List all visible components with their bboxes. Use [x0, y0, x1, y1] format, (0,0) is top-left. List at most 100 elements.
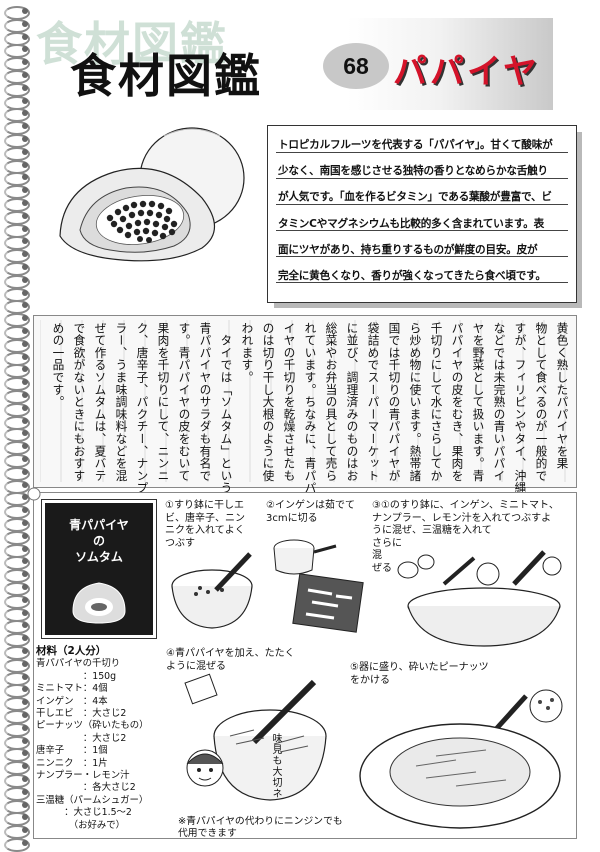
punch-hole — [22, 763, 28, 770]
punch-hole — [22, 724, 28, 731]
vertical-text-column: タイでは「ソムタム」という — [219, 322, 233, 495]
intro-text: トロピカルフルーツを代表する「パパイヤ」。甘くて酸味が 少なく、南国を感じさせる… — [278, 132, 570, 289]
vertical-text-column: パパイヤの皮をむき、果肉を — [450, 322, 464, 482]
intro-line: トロピカルフルーツを代表する「パパイヤ」。甘くて酸味が — [278, 139, 553, 151]
step-line: ⑤器に盛り、砕いたピーナッツ — [350, 662, 489, 673]
step-line: うに混ぜ、三温糖を入れて — [372, 525, 492, 537]
punch-hole — [22, 481, 28, 488]
punch-hole — [22, 276, 28, 283]
step-5: ⑤器に盛り、砕いたピーナッツをかける — [350, 662, 520, 687]
punch-hole — [22, 776, 28, 782]
punch-hole — [22, 46, 28, 53]
ingredient-row: 三温糖（パームシュガー） — [36, 794, 149, 806]
pot-beans-illustration — [273, 539, 364, 633]
vertical-text-column: 物として食べるのが一般的で — [534, 322, 548, 482]
punch-hole — [22, 264, 28, 270]
papaya-half-icon — [72, 582, 126, 624]
punch-hole — [22, 84, 28, 91]
ingredient-row: 干しエビ ：大さじ2 — [36, 708, 127, 720]
ingredient-row: ：大さじ1.5～2 — [36, 807, 132, 819]
punch-hole — [22, 8, 28, 14]
punch-hole — [22, 238, 28, 245]
punch-hole — [22, 520, 28, 526]
punch-hole — [22, 328, 28, 334]
vertical-text-column: 千切りにして水にさらしてか — [429, 322, 443, 482]
step-line: ④青パパイヤを加え、たたく — [166, 648, 295, 659]
vertical-text-column: ラー、うま味調味料などを混 — [114, 322, 128, 482]
vertical-text-column: す。青パパイヤの皮をむいて — [177, 322, 191, 482]
ruled-line — [276, 230, 568, 231]
punch-hole — [22, 340, 28, 347]
ingredient-row: ミニトマト：4個 — [36, 683, 108, 695]
punch-hole — [22, 622, 28, 629]
intro-line: が人気です。「血を作るビタミン」である葉酸が豊富で、ビ — [278, 191, 552, 204]
punch-hole — [22, 468, 28, 475]
step-line: つぶす — [165, 537, 195, 549]
punch-hole — [22, 609, 28, 616]
punch-hole — [22, 814, 28, 821]
punch-hole — [22, 417, 28, 424]
intro-box: トロピカルフルーツを代表する「パパイヤ」。甘くて酸味が 少なく、南国を感じさせる… — [267, 125, 577, 303]
punch-hole — [22, 289, 28, 296]
punch-hole — [22, 712, 28, 718]
punch-hole — [22, 72, 28, 78]
vertical-text-column: われます。 — [240, 322, 254, 384]
punch-hole — [22, 827, 28, 834]
vertical-text-column: 果肉を千切りにして、ニンニ — [156, 322, 170, 482]
punch-hole — [22, 596, 28, 603]
punch-hole — [22, 97, 28, 104]
punch-hole — [22, 737, 28, 744]
vertical-text-column: すが、フィリピンやタイ、沖縄 — [513, 322, 527, 495]
mortar-illustration — [171, 552, 253, 629]
side-note: 味見も大切ネ — [270, 733, 281, 799]
step-line: 混 — [372, 550, 382, 562]
step-line: ナンプラー、レモン汁を入れてつぶすよ — [372, 512, 552, 524]
vertical-text-column: イヤの千切りを乾燥させたも — [282, 322, 296, 482]
punch-hole — [22, 315, 28, 322]
punch-hole — [22, 584, 28, 590]
punch-hole — [22, 673, 28, 680]
punch-hole — [22, 136, 28, 142]
step-line: ように混ぜる — [166, 660, 226, 672]
papaya-illustration — [59, 127, 245, 262]
step-line: ビ、唐辛子、ニン — [165, 512, 245, 524]
ruled-line — [276, 256, 568, 257]
punch-hole — [22, 532, 28, 539]
dish-title-line: ソムタム — [75, 550, 123, 564]
step-line: をかける — [350, 674, 390, 686]
vertical-text-column: 袋詰めでスーパーマーケット — [366, 322, 380, 482]
punch-hole — [22, 225, 28, 232]
step-line: ニクを入れてよく — [165, 525, 245, 537]
punch-hole — [22, 443, 28, 450]
ingredient-row: インゲン ：4本 — [36, 695, 108, 707]
ingredient-row: ピーナッツ（砕いたもの） — [36, 720, 149, 732]
punch-hole — [22, 801, 28, 808]
punch-hole — [22, 110, 28, 117]
ingredients-heading: 材料（2人分） — [36, 645, 107, 657]
vertical-text-column: に並び、調理済みのものはお — [345, 322, 359, 482]
vertical-text-column: 青パパイヤのサラダも有名で — [198, 322, 212, 482]
ingredient-row: 唐辛子 ：1個 — [36, 745, 108, 757]
punch-hole — [22, 251, 28, 258]
vertical-text-column: 総菜やお弁当の具として売ら — [324, 322, 338, 482]
punch-hole — [22, 750, 28, 757]
punch-hole — [22, 404, 28, 411]
ruled-line — [276, 152, 568, 153]
punch-hole — [22, 302, 28, 309]
item-number-badge: 68 — [323, 43, 389, 89]
dish-title: 青パパイヤ の ソムタム — [45, 517, 153, 565]
vertical-text-column: ク、唐辛子、パクチー、ナンプ — [135, 322, 149, 495]
punch-hole — [22, 59, 28, 66]
step-line: 3cmに切る — [266, 512, 318, 524]
punch-hole — [22, 558, 28, 565]
vertical-text-column: ヤを野菜として扱います。青 — [471, 322, 485, 482]
punch-hole — [22, 635, 28, 642]
dish-title-line: 青パパイヤ — [69, 518, 129, 532]
intro-line: 面にツヤがあり、持ち重りするものが鮮度の目安。皮が — [278, 243, 538, 256]
punch-hole — [22, 200, 28, 206]
punch-hole — [22, 545, 28, 552]
punch-hole — [22, 456, 28, 462]
punch-hole — [22, 20, 28, 27]
